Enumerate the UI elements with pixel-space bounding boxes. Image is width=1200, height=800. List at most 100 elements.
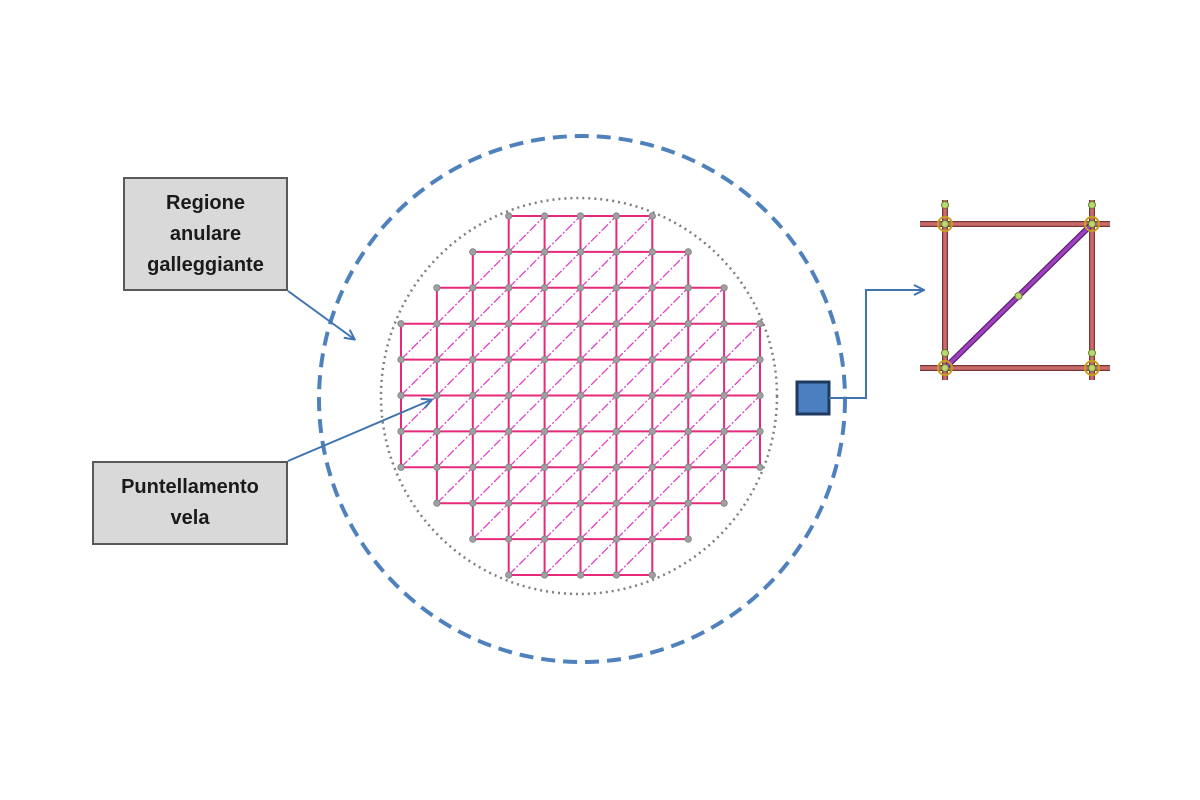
grid-diagonal-brace bbox=[687, 466, 725, 504]
grid-diagonal-brace bbox=[580, 538, 617, 576]
grid-node bbox=[720, 499, 728, 507]
grid-diagonal-brace bbox=[400, 323, 438, 361]
grid-diagonal-brace bbox=[508, 359, 546, 396]
grid-node bbox=[612, 320, 621, 328]
grid-diagonal-brace bbox=[615, 430, 653, 468]
grid-node bbox=[540, 284, 549, 292]
grid-diagonal-brace bbox=[436, 430, 474, 468]
grid-node bbox=[433, 391, 441, 400]
grid-node bbox=[505, 571, 513, 579]
grid-node bbox=[433, 355, 441, 364]
grid-node bbox=[684, 391, 692, 400]
grid-diagonal-brace bbox=[723, 359, 761, 396]
grid-diagonal-brace bbox=[436, 395, 474, 432]
grid-node bbox=[576, 248, 585, 256]
grid-diagonal-brace bbox=[544, 430, 581, 468]
grid-node bbox=[648, 499, 656, 507]
grid-diagonal-brace bbox=[544, 215, 581, 253]
grid-node bbox=[612, 284, 621, 292]
grid-diagonal-brace bbox=[508, 215, 546, 253]
annular-region-label: Regione anulare galleggiante bbox=[123, 177, 288, 291]
grid-diagonal-brace bbox=[651, 359, 689, 396]
grid-node bbox=[397, 427, 405, 435]
grid-node bbox=[397, 320, 405, 328]
grid-node bbox=[505, 284, 513, 292]
grid-node bbox=[469, 355, 477, 364]
grid-diagonal-brace bbox=[400, 359, 438, 396]
grid-node bbox=[648, 284, 656, 292]
grid-node bbox=[684, 499, 692, 507]
grid-diagonal-brace bbox=[544, 251, 581, 289]
detail-joint bbox=[941, 364, 949, 372]
grid-diagonal-brace bbox=[615, 251, 653, 289]
grid-diagonal-brace bbox=[687, 287, 725, 325]
grid-diagonal-brace bbox=[472, 251, 510, 289]
grid-diagonal-brace bbox=[544, 466, 581, 504]
grid-node bbox=[720, 463, 728, 471]
detail-joint bbox=[1088, 364, 1096, 372]
grid-diagonal-brace bbox=[651, 287, 689, 325]
grid-node bbox=[540, 391, 549, 400]
inner-deck-boundary bbox=[379, 196, 779, 596]
grid-node bbox=[648, 320, 656, 328]
grid-diagonal-brace bbox=[508, 502, 546, 540]
grid-diagonal-brace bbox=[651, 251, 689, 289]
grid-node bbox=[576, 391, 585, 400]
grid-node bbox=[648, 391, 656, 400]
sail-propping-label: Puntellamento vela bbox=[92, 461, 288, 545]
grid-node bbox=[540, 212, 549, 220]
grid-diagonal-brace bbox=[508, 466, 546, 504]
grid-node bbox=[540, 320, 549, 328]
grid-node bbox=[505, 535, 513, 543]
grid-node bbox=[648, 463, 656, 471]
grid-node bbox=[576, 427, 585, 435]
grid-node bbox=[469, 320, 477, 328]
grid-diagonal-brace bbox=[544, 395, 581, 432]
grid-diagonal-brace bbox=[580, 395, 617, 432]
grid-diagonal-brace bbox=[580, 323, 617, 361]
grid-node bbox=[612, 212, 621, 220]
detail-joint bbox=[1088, 220, 1096, 228]
grid-diagonal-brace bbox=[436, 466, 474, 504]
grid-node bbox=[576, 463, 585, 471]
grid-node bbox=[720, 427, 728, 435]
grid-node bbox=[720, 391, 728, 400]
grid-diagonal-brace bbox=[651, 395, 689, 432]
callout-arrow-annular bbox=[287, 290, 354, 339]
grid-node bbox=[648, 355, 656, 364]
grid-node bbox=[684, 284, 692, 292]
square-marker-icon bbox=[795, 380, 831, 416]
grid-diagonal-brace bbox=[687, 430, 725, 468]
grid-diagonal-brace bbox=[436, 287, 474, 325]
callout-arrow-prop bbox=[287, 400, 431, 462]
grid-diagonal-brace bbox=[436, 323, 474, 361]
grid-diagonal-brace bbox=[580, 359, 617, 396]
grid-diagonal-brace bbox=[687, 359, 725, 396]
detail-joint-ring bbox=[1084, 216, 1100, 232]
grid-diagonal-brace bbox=[544, 359, 581, 396]
grid-diagonal-brace bbox=[687, 323, 725, 361]
grid-node bbox=[469, 248, 477, 256]
grid-node bbox=[505, 320, 513, 328]
grid-node bbox=[397, 463, 405, 471]
grid-node bbox=[576, 355, 585, 364]
grid-node bbox=[756, 355, 764, 364]
grid-diagonal-brace bbox=[615, 466, 653, 504]
grid-node bbox=[720, 284, 728, 292]
grid-diagonal-brace bbox=[615, 359, 653, 396]
grid-node bbox=[612, 391, 621, 400]
grid-node bbox=[505, 248, 513, 256]
grid-diagonal-brace bbox=[472, 430, 510, 468]
grid-diagonal-brace bbox=[580, 287, 617, 325]
grid-diagonal-brace bbox=[472, 359, 510, 396]
grid-node bbox=[505, 212, 513, 220]
grid-node bbox=[756, 391, 764, 400]
grid-node bbox=[433, 463, 441, 471]
grid-node bbox=[684, 535, 692, 543]
grid-diagonal-brace bbox=[508, 287, 546, 325]
detail-node bbox=[941, 349, 949, 357]
grid-diagonal-brace bbox=[723, 395, 761, 432]
grid-node bbox=[469, 463, 477, 471]
grid-diagonal-brace bbox=[544, 287, 581, 325]
grid-diagonal-brace bbox=[580, 251, 617, 289]
